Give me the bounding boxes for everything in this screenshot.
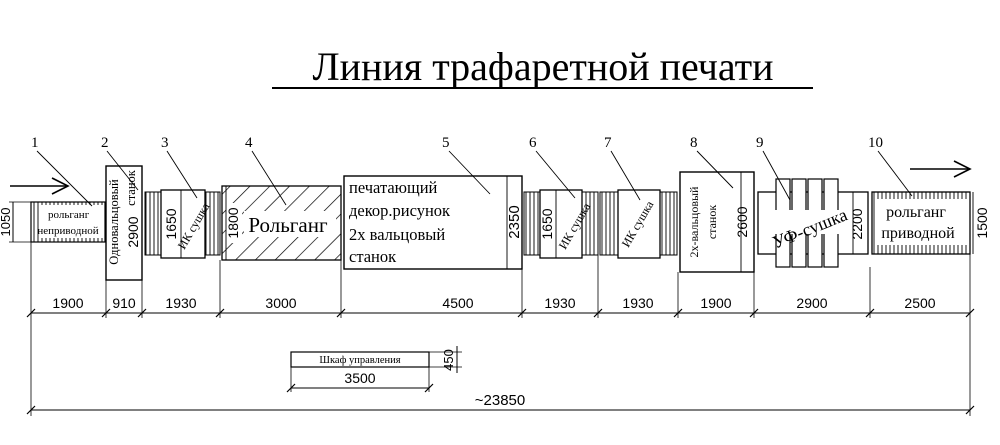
length-dim-1: 1900	[52, 295, 83, 311]
unit-8-height-dim: 2600	[734, 206, 750, 237]
unit-1-height-dim: 1050	[0, 208, 13, 237]
drawing-title: Линия трафаретной печати	[312, 44, 773, 89]
unit-5-label-line2: декор.рисунок	[349, 201, 451, 220]
cabinet-height-dim: 450	[441, 349, 456, 371]
unit-5-printing-machine: печатающий декор.рисунок 2х вальцовый ст…	[343, 175, 523, 270]
unit-9-height-dim: 2200	[849, 208, 865, 239]
unit-10-label-line2: приводной	[881, 225, 955, 242]
unit-8-label-line1: 2х-вальцовый	[687, 186, 701, 258]
unit-2-height-dim: 2900	[125, 216, 141, 247]
callout-9: 9	[756, 135, 764, 151]
svg-text:рольганг приводной: рольганг приводной	[881, 204, 955, 242]
length-dim-5: 4500	[442, 295, 473, 311]
unit-10-label-line1: рольганг	[886, 204, 946, 221]
control-cabinet: Шкаф управления 3500 450	[286, 346, 462, 393]
callout-4: 4	[245, 135, 253, 151]
unit-1-label-line2: неприводной	[37, 225, 98, 237]
callout-5: 5	[442, 135, 450, 151]
svg-text:печатающий декор.рисунок: печатающий декор.рисунок 2х вальцовый ст…	[349, 178, 454, 266]
unit-6-height-dim: 1650	[539, 208, 555, 239]
length-dim-6: 1930	[544, 295, 575, 311]
length-dim-3: 1930	[165, 295, 196, 311]
unit-10-height-dim: 1500	[974, 207, 990, 238]
unit-3-height-dim: 1650	[163, 208, 179, 239]
unit-3-ir-dryer: 1650 ИК сушка	[144, 189, 221, 259]
callout-8: 8	[690, 135, 698, 151]
leader-callouts: 1 2 3 4 5 6 7 8 9 10	[31, 135, 913, 207]
total-length-value: ~23850	[475, 392, 525, 409]
unit-5-label-line4: станок	[349, 247, 397, 266]
length-dimension-row: 1900 910 1930 3000 4500 1930 1930 1900 2…	[26, 242, 975, 318]
length-dim-10: 2500	[904, 295, 935, 311]
unit-6-ir-dryer: 1650 ИК сушка	[523, 189, 599, 259]
unit-8-label-line2: станок	[705, 205, 719, 239]
unit-4-label: Рольганг	[248, 213, 328, 237]
unit-1-idle-roller-conveyor: рольганг неприводной 1050	[0, 201, 106, 243]
callout-7: 7	[604, 135, 612, 151]
unit-5-label-line3: 2х вальцовый	[349, 225, 445, 244]
length-dim-7: 1930	[622, 295, 653, 311]
cabinet-length-dim: 3500	[344, 370, 375, 386]
unit-1-label-line1: рольганг	[48, 209, 90, 221]
length-dim-4: 3000	[265, 295, 296, 311]
unit-2-label-line2: станок	[124, 169, 138, 206]
length-dim-2: 910	[112, 295, 136, 311]
callout-1: 1	[31, 135, 39, 151]
unit-7-ir-dryer: ИК сушка	[599, 189, 678, 259]
callout-3: 3	[161, 135, 169, 151]
callout-10: 10	[868, 135, 883, 151]
unit-4-height-dim: 1800	[225, 207, 241, 238]
length-dim-8: 1900	[700, 295, 731, 311]
svg-text:рольганг неприводной: рольганг неприводной	[37, 209, 98, 237]
callout-6: 6	[529, 135, 537, 151]
unit-9-uv-dryer: УФ-сушка 2200	[757, 178, 869, 268]
unit-5-height-dim: 2350	[506, 205, 523, 238]
inflow-arrow	[10, 177, 70, 195]
outflow-arrow	[910, 160, 972, 178]
unit-10-driven-roller-conveyor: рольганг приводной 1500	[871, 191, 990, 255]
callout-2: 2	[101, 135, 109, 151]
unit-8-double-roller-machine: 2х-вальцовый станок 2600	[679, 171, 755, 273]
cabinet-label: Шкаф управления	[319, 355, 400, 366]
unit-5-label-line1: печатающий	[349, 178, 438, 197]
length-dim-9: 2900	[796, 295, 827, 311]
unit-2-label-line1: Одновальцовый	[107, 179, 121, 265]
unit-2-single-roller-machine: Одновальцовый станок 2900	[105, 165, 143, 281]
total-length-dimension: ~23850	[26, 318, 975, 416]
